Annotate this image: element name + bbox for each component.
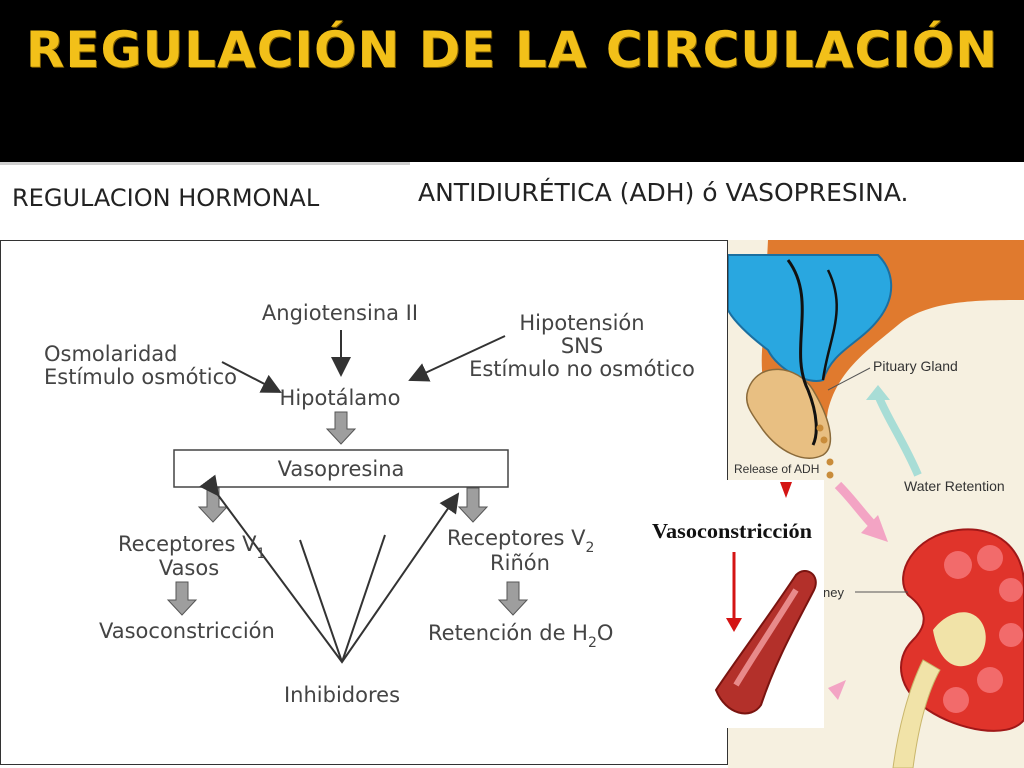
label-kidney: ney xyxy=(823,585,844,600)
inhibidores-inner-right xyxy=(341,534,386,663)
block-arrow-hipotalamo xyxy=(325,411,357,445)
label-receptores-v1-text: Receptores V xyxy=(118,532,257,556)
kidney-lobe xyxy=(944,551,972,579)
adh-dot xyxy=(820,436,828,444)
label-receptores-v2: Receptores V2 xyxy=(447,526,594,556)
label-osmolaridad: Osmolaridad xyxy=(44,342,177,366)
adh-dot xyxy=(826,471,834,479)
title-divider xyxy=(0,162,410,165)
block-arrow-v1 xyxy=(197,487,229,523)
adh-dot xyxy=(826,458,834,466)
water-retention-arrowhead xyxy=(866,385,890,400)
label-receptores-v2-text: Receptores V xyxy=(447,526,586,550)
water-retention-arrow xyxy=(874,393,922,477)
kidney-lobe xyxy=(977,545,1003,571)
nerve-path-2 xyxy=(821,269,838,381)
adh-regulation-diagram: Angiotensina II Osmolaridad Estímulo osm… xyxy=(44,301,695,707)
label-rinon: Riñón xyxy=(490,551,550,575)
slide-title-text: REGULACIÓN DE LA CIRCULACIÓN xyxy=(25,21,999,79)
pituitary-pointer xyxy=(827,367,871,391)
kidney-lobe xyxy=(977,667,1003,693)
label-vasopresina: Vasopresina xyxy=(278,457,405,481)
red-arrow-head xyxy=(726,618,742,632)
label-vasoconstriccion: Vasoconstricción xyxy=(99,619,275,643)
label-vasos: Vasos xyxy=(159,556,219,580)
label-water-retention: Water Retention xyxy=(904,478,1005,494)
pink-arrow-small xyxy=(828,680,846,700)
label-inset-vasoconstriccion: Vasoconstricción xyxy=(652,519,812,543)
subtitle-left: REGULACION HORMONAL xyxy=(12,184,320,212)
adh-dot xyxy=(816,424,824,432)
label-estimulo-no-osmotico: Estímulo no osmótico xyxy=(469,357,695,381)
subtitle-right: ANTIDIURÉTICA (ADH) ó VASOPRESINA. xyxy=(418,178,909,207)
kidney-lobe xyxy=(999,578,1023,602)
title-bar: REGULACIÓN DE LA CIRCULACIÓN xyxy=(0,0,1024,162)
label-receptores-v1-sub: 1 xyxy=(257,546,266,562)
label-receptores-v2-sub: 2 xyxy=(586,540,595,556)
label-release-adh: Release of ADH xyxy=(734,462,819,476)
vasoconstriction-inset-art: Vasoconstricción xyxy=(652,482,817,715)
label-pituitary-gland: Pituary Gland xyxy=(873,358,958,374)
inhibidores-inner-left xyxy=(299,539,343,663)
arrow-hipotension xyxy=(408,335,506,382)
label-retencion-h2o: Retención de H2O xyxy=(428,621,613,651)
red-marker-icon xyxy=(780,482,792,498)
arrow-osmolaridad xyxy=(221,361,282,393)
adh-to-kidney-arrowhead xyxy=(861,515,888,542)
label-retencion-sub: 2 xyxy=(588,635,597,651)
label-angiotensina: Angiotensina II xyxy=(262,301,418,325)
blood-vessel-inner xyxy=(733,588,799,687)
hypothalamus-shape xyxy=(728,254,893,382)
adh-to-kidney-arrow xyxy=(834,481,877,529)
kidney-lobe xyxy=(943,687,969,713)
block-arrow-v2 xyxy=(457,487,489,523)
label-sns: SNS xyxy=(561,334,603,358)
block-arrow-retencion xyxy=(497,581,529,616)
label-hipotalamo: Hipotálamo xyxy=(280,386,401,410)
label-retencion-end: O xyxy=(597,621,614,645)
kidney-lobe xyxy=(999,623,1023,647)
kidney-pelvis xyxy=(933,612,986,667)
nerve-path-1 xyxy=(786,259,818,446)
label-estimulo-osmotico: Estímulo osmótico xyxy=(44,365,237,389)
block-arrow-vasoconstriccion xyxy=(166,581,198,616)
label-hipotension: Hipotensión xyxy=(519,311,644,335)
label-inhibidores: Inhibidores xyxy=(284,683,400,707)
slide-title: REGULACIÓN DE LA CIRCULACIÓN xyxy=(0,18,1024,82)
pituitary-kidney-illustration: Pituary Gland Release of ADH Water Reten… xyxy=(728,240,1024,768)
label-receptores-v1: Receptores V1 xyxy=(118,532,265,562)
label-retencion-text: Retención de H xyxy=(428,621,588,645)
ureter xyxy=(892,659,941,768)
